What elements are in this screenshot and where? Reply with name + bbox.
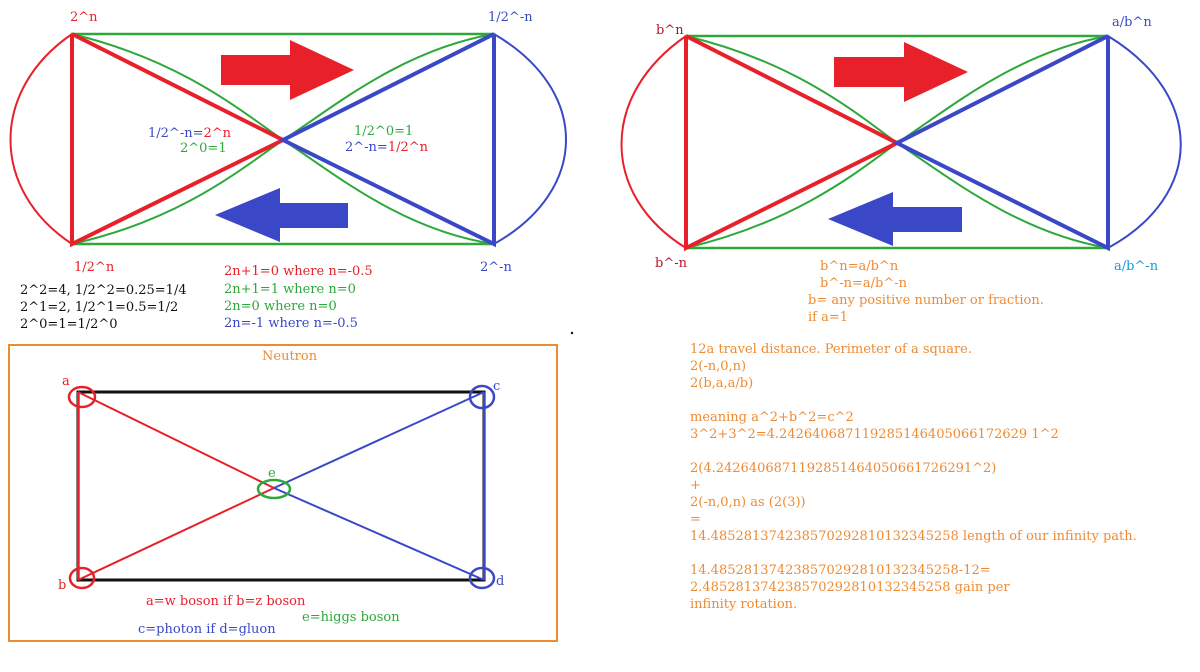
neutron-circle-c	[468, 384, 496, 410]
left-outer-loop-left	[9, 33, 73, 245]
right-corner-bottom-left-label: b^-n	[655, 256, 687, 271]
neutron-caption-a-b: a=w boson if b=z boson	[146, 594, 306, 609]
explanation-line-1b: Perimeter of a square.	[824, 342, 973, 357]
neutron-label-c: c	[493, 379, 501, 394]
explanation-line-2: 2(-n,0,n)	[690, 359, 747, 374]
left-center-right-line1: 1/2^0=1	[354, 124, 414, 139]
equation-2: 2n+1=1 where n=0	[224, 282, 356, 297]
neutron-label-a: a	[62, 374, 70, 389]
explanation-line-5: 3^2+3^2=4.242640687119285146405066172629…	[690, 427, 1059, 442]
explanation-line-6: 2(4.2426406871192851464050661726291^2)	[690, 461, 997, 476]
neutron-red-line-a-e	[77, 391, 275, 489]
left-center-left-line1-part-a: 1/2^-n=	[148, 126, 204, 141]
neutron-blue-line-d-e	[273, 487, 485, 581]
right-corner-bottom-right-label: a/b^-n	[1114, 259, 1159, 274]
right-red-triangle	[684, 34, 902, 252]
neutron-circle-a	[67, 385, 97, 409]
equation-4: 2n=-1 where n=-0.5	[224, 316, 358, 331]
neutron-caption-e: e=higgs boson	[302, 610, 400, 625]
neutron-circle-b	[68, 566, 96, 590]
left-center-right-line2: 2^-n=1/2^n	[345, 139, 428, 157]
left-center-left-line1: 1/2^-n=2^n	[148, 125, 231, 143]
neutron-label-e: e	[268, 466, 276, 481]
left-infinity-diagram	[9, 32, 567, 248]
left-corner-top-left-label: 2^n	[70, 10, 98, 25]
left-corner-bottom-right-label: 2^-n	[480, 260, 512, 275]
neutron-label-d: d	[496, 574, 505, 589]
left-green-curve-top	[71, 33, 495, 142]
explanation-line-10: 14.485281374238570292810132345258 length…	[690, 529, 1137, 544]
explanation-line-12: 2.485281374238570292810132345258 gain pe…	[690, 580, 1010, 595]
right-green-curve-top	[685, 35, 1109, 145]
right-corner-top-right-label: a/b^n	[1112, 15, 1152, 30]
left-red-arrow-right	[221, 40, 354, 100]
explanation-line-9: =	[690, 512, 701, 527]
left-note-1: 2^2=4, 1/2^2=0.25=1/4	[20, 283, 187, 298]
left-corner-top-right-label: 1/2^-n	[488, 10, 533, 25]
explanation-line-11: 14.485281374238570292810132345258-12=	[690, 563, 991, 578]
left-blue-triangle	[278, 32, 496, 248]
left-note-3: 2^0=1=1/2^0	[20, 317, 118, 332]
right-outer-loop-left	[620, 35, 687, 249]
left-red-triangle	[70, 32, 288, 248]
left-green-curve-bottom	[71, 138, 495, 245]
neutron-caption-c-d: c=photon if d=gluon	[138, 622, 276, 637]
right-note-1: b^n=a/b^n	[820, 259, 899, 274]
right-infinity-diagram	[620, 34, 1182, 252]
left-center-right-line2-part-b: 1/2^n	[387, 140, 429, 155]
left-center-left-line1-part-b: 2^n	[203, 126, 232, 141]
explanation-line-1: 12a travel distance. Perimeter of a squa…	[690, 341, 972, 359]
stray-dot	[570, 331, 574, 335]
right-blue-arrow-left	[828, 192, 962, 246]
explanation-line-1a: 12a travel distance.	[690, 342, 821, 357]
left-center-right-line2-part-a: 2^-n=	[345, 140, 388, 155]
explanation-line-4: meaning a^2+b^2=c^2	[690, 410, 854, 425]
left-blue-arrow-left	[215, 188, 348, 242]
right-outer-loop-right	[1107, 35, 1182, 249]
right-note-2: b^-n=a/b^-n	[820, 276, 907, 291]
neutron-red-line-b-e	[77, 487, 275, 581]
left-note-2: 2^1=2, 1/2^1=0.5=1/2	[20, 300, 179, 315]
explanation-line-13: infinity rotation.	[690, 597, 798, 612]
neutron-frame	[8, 344, 558, 642]
right-note-4: if a=1	[808, 310, 849, 325]
right-note-3: b= any positive number or fraction.	[808, 293, 1044, 308]
right-corner-top-left-label: b^n	[656, 23, 684, 38]
left-center-left-line2: 2^0=1	[180, 141, 227, 156]
explanation-line-7: +	[690, 478, 701, 493]
neutron-circle-d	[468, 566, 496, 590]
left-corner-bottom-left-label: 1/2^n	[74, 260, 115, 275]
right-blue-triangle	[892, 34, 1110, 252]
neutron-label-b: b	[58, 578, 67, 593]
neutron-circle-e	[256, 478, 292, 500]
neutron-blue-line-c-e	[273, 391, 485, 489]
left-outer-loop-right	[493, 33, 567, 245]
explanation-line-8: 2(-n,0,n) as (2(3))	[690, 495, 806, 510]
equation-3: 2n=0 where n=0	[224, 299, 337, 314]
neutron-title: Neutron	[262, 349, 318, 364]
right-red-arrow-right	[834, 42, 968, 102]
equation-1: 2n+1=0 where n=-0.5	[224, 264, 373, 279]
explanation-line-3: 2(b,a,a/b)	[690, 376, 754, 391]
neutron-diagram	[67, 384, 496, 590]
right-green-curve-bottom	[685, 141, 1109, 249]
